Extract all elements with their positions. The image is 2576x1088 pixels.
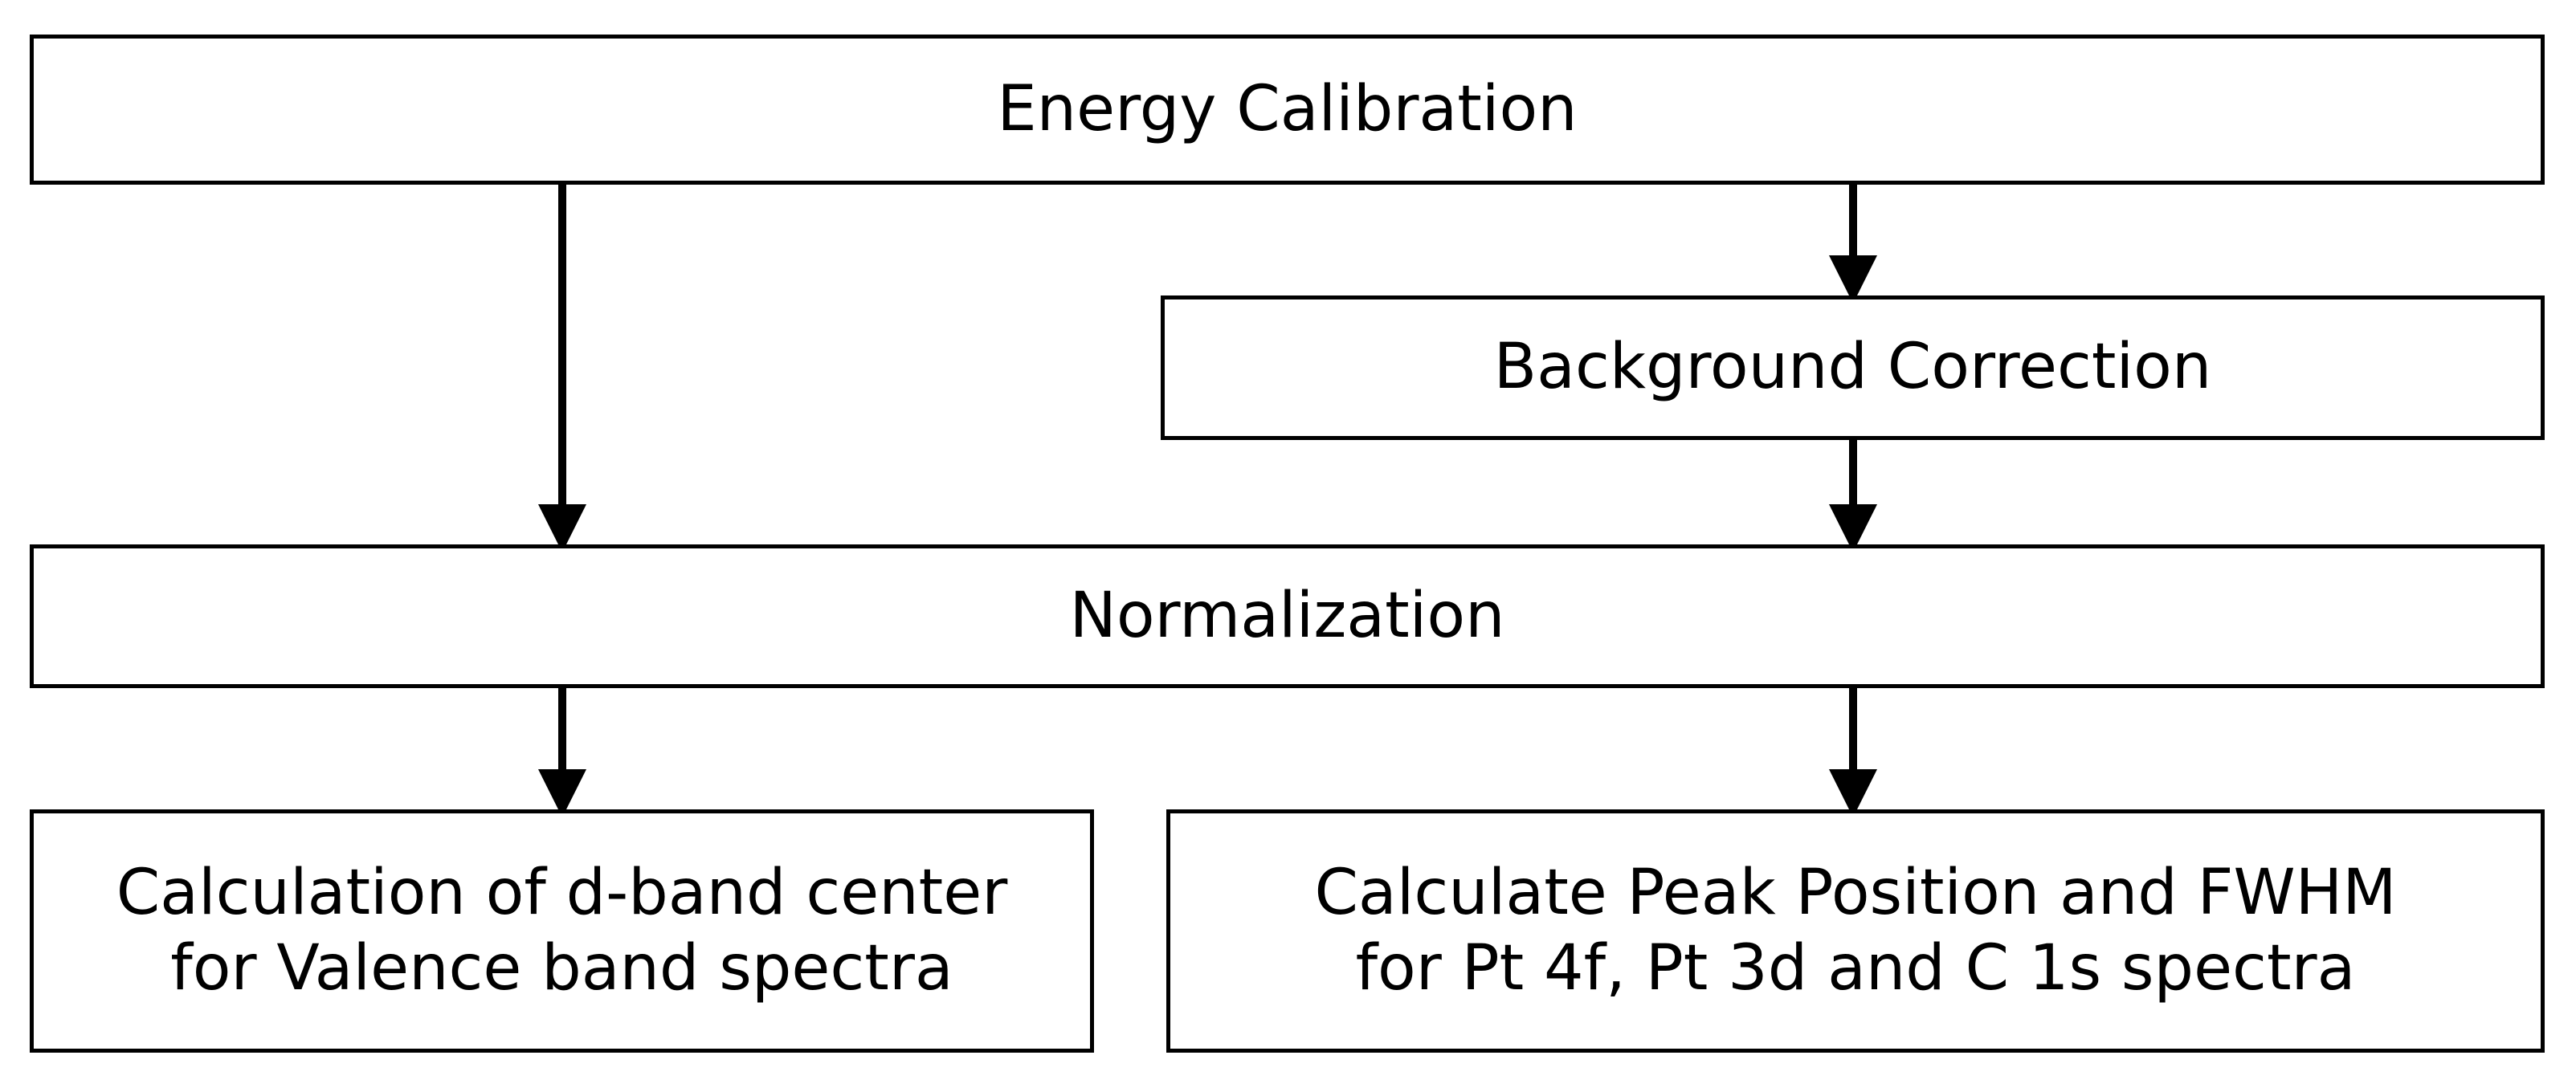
energy-calibration-label: Energy Calibration: [997, 72, 1578, 145]
peak-position-label-line1: Calculate Peak Position and FWHM: [1314, 856, 2397, 929]
normalization-box: Normalization: [30, 544, 2545, 688]
peak-position-box: Calculate Peak Position and FWHM for Pt …: [1166, 809, 2545, 1053]
normalization-label: Normalization: [1069, 579, 1505, 652]
energy-calibration-box: Energy Calibration: [30, 35, 2545, 185]
dband-center-box: Calculation of d-band center for Valence…: [30, 809, 1094, 1053]
background-correction-label: Background Correction: [1493, 331, 2212, 404]
dband-center-label-line1: Calculation of d-band center: [116, 856, 1008, 929]
background-correction-box: Background Correction: [1161, 295, 2545, 440]
peak-position-label-line2: for Pt 4f, Pt 3d and C 1s spectra: [1355, 931, 2356, 1004]
dband-center-label-line2: for Valence band spectra: [170, 931, 953, 1004]
